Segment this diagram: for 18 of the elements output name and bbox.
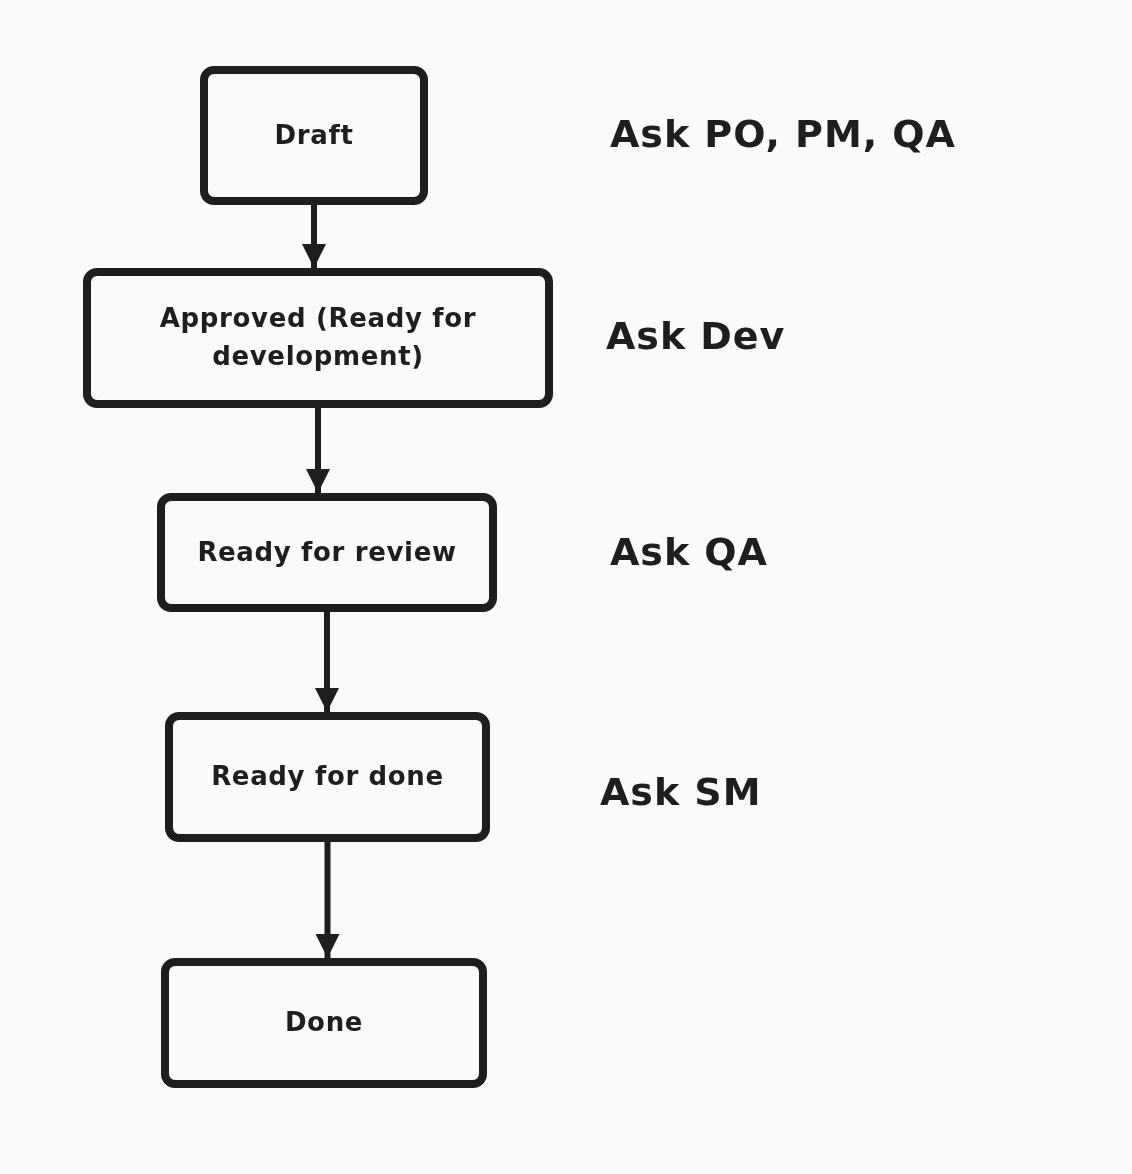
arrow xyxy=(315,842,340,958)
status-label: Draft xyxy=(274,118,354,152)
status-label: Ready for done xyxy=(211,760,444,794)
arrow xyxy=(306,408,330,493)
status-box xyxy=(161,958,487,1088)
responsibility-note: Ask SM xyxy=(600,769,762,816)
status-box xyxy=(157,493,497,612)
status-box xyxy=(200,66,428,205)
arrow xyxy=(302,205,326,268)
status-label: Done xyxy=(284,1006,364,1040)
status-box xyxy=(165,712,490,842)
status-label: Ready for review xyxy=(197,535,457,569)
status-box xyxy=(83,268,553,408)
arrow xyxy=(315,612,339,712)
responsibility-note: Ask QA xyxy=(610,529,768,576)
responsibility-note: Ask PO, PM, QA xyxy=(610,111,956,158)
responsibility-note: Ask Dev xyxy=(606,313,786,360)
status-label: Approved (Ready for development) xyxy=(158,302,478,373)
